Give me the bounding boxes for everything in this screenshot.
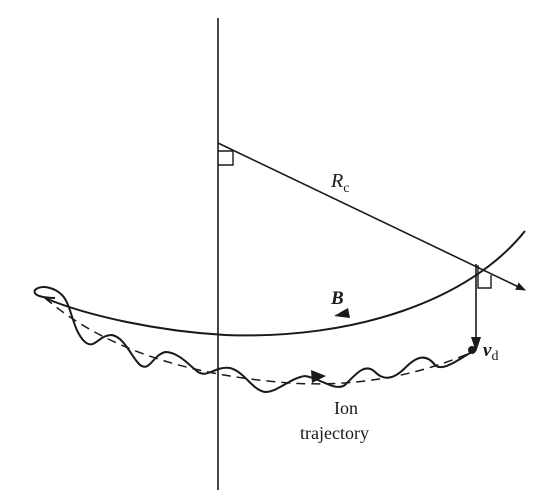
right-angle-mark-fieldline [477,265,492,289]
drift-velocity-label-subscript: d [491,349,498,364]
radius-label: Rc [330,170,349,196]
ion-trajectory-arrow [311,370,326,383]
guiding-center-dashed-curve [44,297,471,385]
ion-trajectory-wavy-curve [33,286,471,394]
ion-position-dot [468,346,476,354]
radius-label-subscript: c [343,181,349,196]
radius-label-main: R [330,170,343,192]
field-label: B [330,288,344,309]
drift-velocity-label-main: v [483,340,492,361]
right-angle-mark-axis [218,150,234,166]
field-line-curve [44,230,526,337]
ion-label-line1: Ion [334,398,358,418]
drift-velocity-label: vd [483,340,498,364]
ion-label-line2: trajectory [300,423,369,443]
radius-vector-line [217,142,526,291]
field-line-arrow [334,308,350,318]
drift-velocity-arrowhead [471,337,481,352]
